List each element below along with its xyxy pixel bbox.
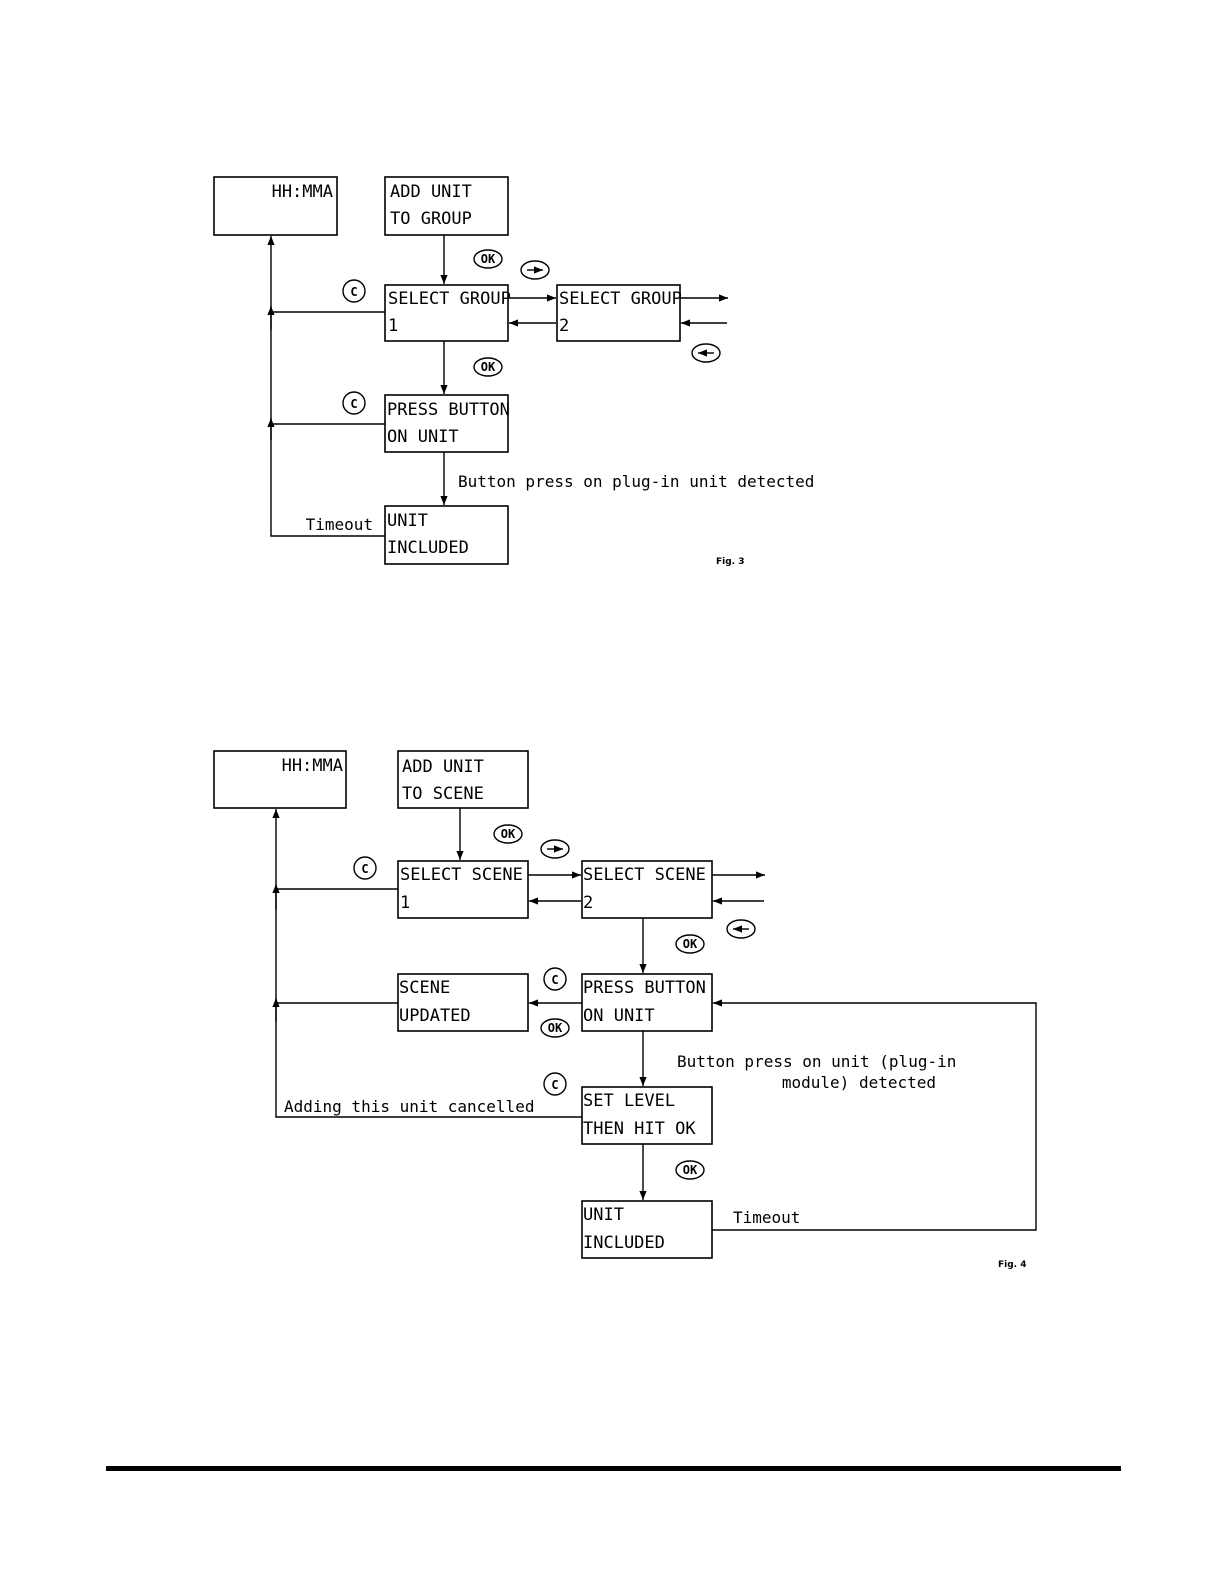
button-press-label: Button press on plug-in unit detected — [458, 472, 814, 491]
svg-text:OK: OK — [548, 1021, 563, 1035]
svg-text:OK: OK — [481, 360, 496, 374]
svg-text:C: C — [551, 973, 558, 987]
box-line-2: INCLUDED — [583, 1233, 665, 1253]
c-button-icon: C — [543, 1072, 567, 1096]
clock-display-text: HH:MMA — [282, 756, 343, 776]
select-scene-2-box: SELECT SCENE 2 — [581, 860, 713, 919]
svg-text:C: C — [551, 1078, 558, 1092]
left-arrow-button-icon — [726, 919, 756, 939]
box-line-1: SELECT SCENE — [583, 865, 706, 885]
c-button-icon: C — [543, 967, 567, 991]
box-line-1: PRESS BUTTON — [583, 978, 706, 998]
box-line-2: 2 — [559, 316, 569, 336]
return-line-to-clock — [267, 236, 385, 537]
return-line-to-clock — [272, 809, 582, 1118]
svg-text:OK: OK — [683, 937, 698, 951]
svg-text:OK: OK — [683, 1163, 698, 1177]
box-line-1: SCENE — [399, 978, 450, 998]
ok-button-icon: OK — [473, 357, 503, 377]
timeout-label: Timeout — [733, 1208, 800, 1227]
svg-text:OK: OK — [501, 827, 516, 841]
box-line-1: ADD UNIT — [402, 757, 484, 777]
box-line-2: ON UNIT — [583, 1006, 655, 1026]
press-button-box: PRESS BUTTON ON UNIT — [384, 394, 510, 453]
timeout-label: Timeout — [306, 515, 373, 534]
box-line-1: UNIT — [583, 1205, 624, 1225]
svg-text:OK: OK — [481, 252, 496, 266]
button-press-label-line-2: module) detected — [782, 1073, 936, 1092]
svg-text:C: C — [350, 397, 357, 411]
box-line-2: 1 — [388, 316, 398, 336]
box-line-1: PRESS BUTTON — [387, 400, 510, 420]
c-button-icon: C — [353, 856, 377, 880]
add-unit-to-scene-box: ADD UNIT TO SCENE — [397, 750, 529, 809]
figure-label: Fig. 4 — [998, 1260, 1027, 1270]
clock-display-text: HH:MMA — [272, 182, 333, 202]
clock-display-box: HH:MMA — [213, 750, 347, 809]
box-line-1: SELECT GROUP — [388, 289, 511, 309]
timeout-loop-line — [712, 999, 1037, 1231]
figure-4: HH:MMA ADD UNIT TO SCENE SELECT SCENE 1 … — [213, 750, 1037, 1270]
footer-rule — [106, 1466, 1121, 1471]
unit-included-box: UNIT INCLUDED — [581, 1200, 713, 1259]
scene-updated-box: SCENE UPDATED — [397, 973, 529, 1032]
svg-text:C: C — [361, 862, 368, 876]
svg-text:C: C — [350, 285, 357, 299]
figure-3: HH:MMA ADD UNIT TO GROUP SELECT GROUP 1 … — [213, 176, 814, 567]
c-button-icon: C — [342, 279, 366, 303]
box-line-1: ADD UNIT — [390, 182, 472, 202]
box-line-2: ON UNIT — [387, 427, 459, 447]
box-line-1: SELECT SCENE — [400, 865, 523, 885]
box-line-2: UPDATED — [399, 1006, 471, 1026]
ok-button-icon: OK — [675, 934, 705, 954]
box-line-1: SET LEVEL — [583, 1091, 675, 1111]
figure-label: Fig. 3 — [716, 557, 745, 567]
press-button-box: PRESS BUTTON ON UNIT — [581, 973, 713, 1032]
box-line-1: SELECT GROUP — [559, 289, 682, 309]
box-line-2: 1 — [400, 893, 410, 913]
button-press-label-line-1: Button press on unit (plug-in — [677, 1052, 956, 1071]
box-line-1: UNIT — [387, 511, 428, 531]
left-arrow-button-icon — [691, 343, 721, 363]
right-arrow-button-icon — [520, 260, 550, 280]
right-arrow-button-icon — [540, 839, 570, 859]
clock-display-box: HH:MMA — [213, 176, 338, 236]
set-level-box: SET LEVEL THEN HIT OK — [581, 1086, 713, 1145]
ok-button-icon: OK — [675, 1160, 705, 1180]
box-line-2: TO SCENE — [402, 784, 484, 804]
c-button-icon: C — [342, 391, 366, 415]
ok-button-icon: OK — [473, 249, 503, 269]
box-line-2: 2 — [583, 893, 593, 913]
select-group-1-box: SELECT GROUP 1 — [384, 284, 511, 342]
select-scene-1-box: SELECT SCENE 1 — [397, 860, 529, 919]
ok-button-icon: OK — [540, 1018, 570, 1038]
select-group-2-box: SELECT GROUP 2 — [556, 284, 682, 342]
box-line-2: TO GROUP — [390, 209, 472, 229]
add-unit-to-group-box: ADD UNIT TO GROUP — [384, 176, 509, 236]
unit-included-box: UNIT INCLUDED — [384, 505, 509, 565]
box-line-2: INCLUDED — [387, 538, 469, 558]
box-line-2: THEN HIT OK — [583, 1119, 696, 1139]
cancelled-label: Adding this unit cancelled — [284, 1097, 534, 1116]
ok-button-icon: OK — [493, 824, 523, 844]
